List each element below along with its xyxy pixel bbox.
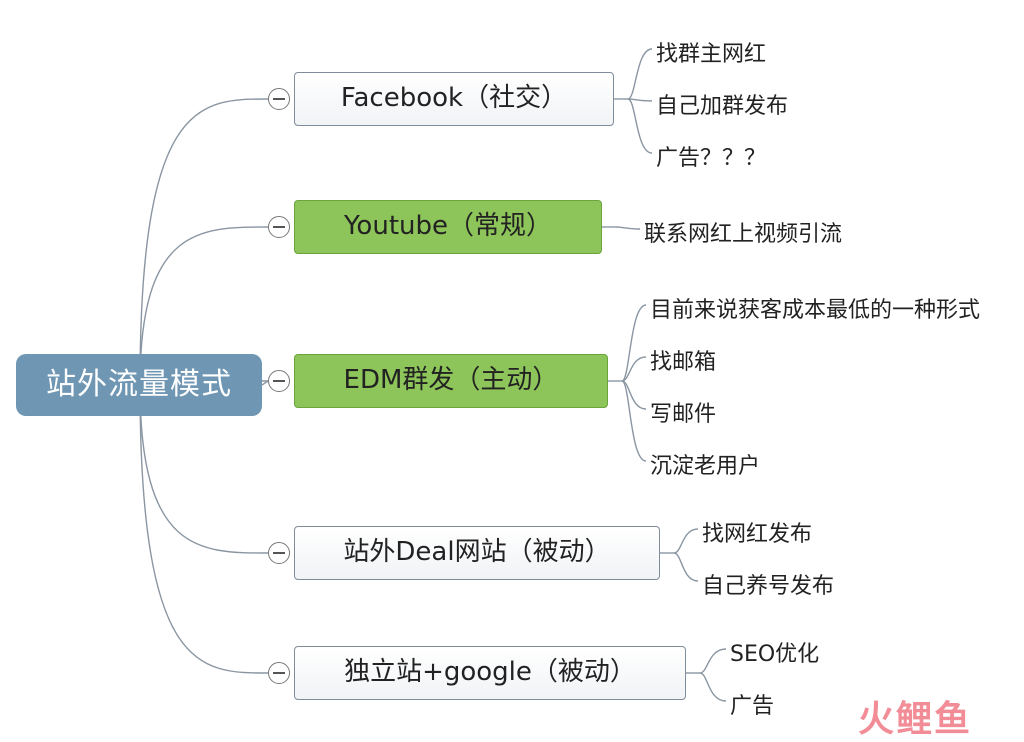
collapse-toggle-edm[interactable] — [268, 370, 290, 392]
root-link-5 — [139, 384, 269, 674]
leaf-link-5-1 — [699, 648, 727, 674]
collapse-toggle-deal[interactable] — [268, 542, 290, 564]
leaf-deal-2: 自己养号发布 — [702, 574, 835, 599]
leaf-link-1-3 — [627, 98, 653, 154]
branch-node-indie[interactable]: 独立站+google（被动） — [294, 646, 686, 700]
branch-node-facebook[interactable]: Facebook（社交） — [294, 72, 614, 126]
leaf-edm-2: 找邮箱 — [650, 350, 717, 375]
root-edm-stub — [261, 380, 269, 386]
leaf-link-3-1 — [621, 304, 647, 382]
leaf-link-4-2 — [673, 552, 699, 582]
root-node[interactable]: 站外流量模式 — [16, 354, 262, 416]
leaf-facebook-2: 自己加群发布 — [656, 94, 789, 119]
leaf-edm-3: 写邮件 — [650, 402, 717, 427]
root-link-1 — [139, 98, 269, 386]
leaf-link-1-1 — [627, 48, 653, 100]
leaf-edm-4: 沉淀老用户 — [650, 454, 761, 479]
branch-node-edm[interactable]: EDM群发（主动） — [294, 354, 608, 408]
watermark-logo: 火鲤鱼 — [858, 699, 973, 740]
leaf-link-1-2 — [627, 98, 653, 102]
collapse-toggle-indie[interactable] — [268, 662, 290, 684]
branch-node-deal[interactable]: 站外Deal网站（被动） — [294, 526, 660, 580]
leaf-youtube-1: 联系网红上视频引流 — [644, 222, 843, 247]
leaf-link-5-2 — [699, 672, 727, 702]
leaf-link-4-1 — [673, 528, 699, 554]
collapse-toggle-youtube[interactable] — [268, 216, 290, 238]
leaf-indie-2: 广告 — [730, 694, 775, 719]
collapse-toggle-facebook[interactable] — [268, 88, 290, 110]
root-link-4 — [139, 384, 269, 554]
leaf-deal-1: 找网红发布 — [702, 522, 813, 547]
leaf-link-3-4 — [621, 380, 647, 462]
leaf-facebook-1: 找群主网红 — [656, 42, 767, 67]
leaf-facebook-3: 广告？？？ — [656, 146, 767, 171]
leaf-link-3-2 — [621, 356, 647, 382]
leaf-edm-1: 目前来说获客成本最低的一种形式 — [650, 298, 981, 323]
leaf-indie-1: SEO优化 — [730, 642, 820, 667]
root-link-2 — [139, 226, 269, 386]
branch-node-youtube[interactable]: Youtube（常规） — [294, 200, 602, 254]
leaf-link-2-1 — [615, 226, 641, 230]
